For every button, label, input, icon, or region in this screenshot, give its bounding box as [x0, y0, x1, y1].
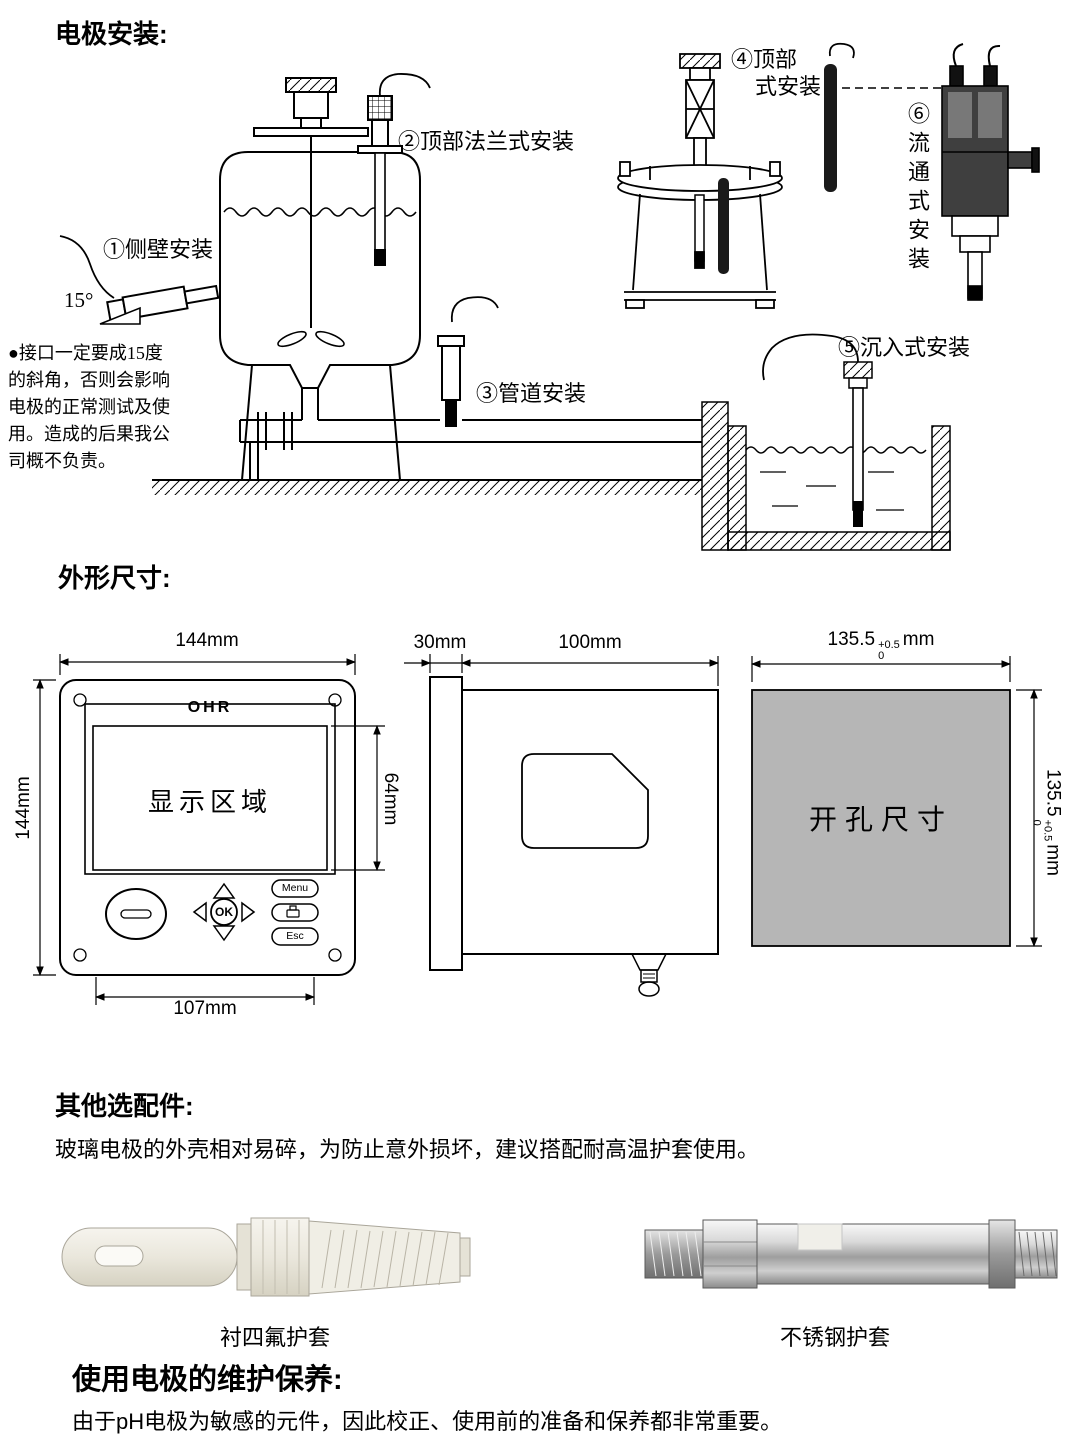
accessories-description: 玻璃电极的外壳相对易碎，为防止意外损坏，建议搭配耐高温护套使用。 — [55, 1137, 760, 1162]
tolerance-minus: 0 — [878, 650, 885, 662]
arrow-left-key — [192, 901, 207, 923]
ok-key — [210, 898, 238, 926]
front-height-dim: 144mm — [13, 776, 34, 840]
tolerance-minus: 0 — [1030, 819, 1043, 826]
display-area-label: 显示区域 — [147, 788, 272, 817]
label-pipe: ③管道安装 — [476, 381, 587, 406]
screen-height-dim: 64mm — [380, 772, 401, 826]
warning-line: ●接口一定要成15度 — [8, 343, 163, 363]
side-view — [429, 676, 719, 997]
cutout-dimensions — [751, 656, 1042, 947]
cutout-unit: mm — [902, 629, 935, 650]
install-title: 电极安装: — [55, 19, 168, 49]
cutout-square — [751, 689, 1011, 947]
dimensions-title: 外形尺寸: — [58, 563, 171, 593]
print-icon — [286, 905, 300, 918]
label-top-mount-line1: ④顶部 — [731, 47, 798, 72]
brand-logo: OHR — [187, 699, 233, 716]
steel-caption: 不锈钢护套 — [779, 1325, 890, 1350]
side-depth1-dim: 30mm — [413, 632, 467, 653]
menu-key — [271, 879, 319, 898]
submerged-tank — [727, 425, 951, 551]
cutout-label: 开孔尺寸 — [808, 805, 953, 836]
pipe-diagram — [239, 388, 702, 480]
installation-diagram — [59, 42, 1040, 551]
label-top-mount: ④顶部 式安装 — [731, 46, 821, 100]
label-sticker — [797, 1223, 843, 1251]
warning-line: 电极的正常测试及使 — [8, 397, 170, 417]
ptfe-caption: 衬四氟护套 — [219, 1325, 330, 1350]
front-dimensions — [33, 654, 385, 1005]
install-warning: ●接口一定要成15度 的斜角，否则会影响 电极的正常测试及使 用。造成的后果我公… — [8, 340, 190, 475]
arrow-right-key — [241, 901, 256, 923]
ok-button-label: OK — [215, 905, 233, 919]
top-mount-assembly — [617, 53, 783, 309]
ground — [152, 401, 729, 551]
cutout-view — [751, 656, 1042, 947]
side-depth2-dim: 100mm — [558, 632, 622, 653]
tolerance-plus: +0.5 — [878, 639, 900, 651]
top-mount-electrode — [824, 42, 944, 192]
dimensions-diagram — [33, 654, 1042, 1005]
maintenance-title: 使用电极的维护保养: — [72, 1364, 343, 1396]
electrode-pipe — [437, 296, 499, 427]
arrow-down-key — [212, 925, 236, 942]
accessories-photos — [61, 1217, 1058, 1297]
warning-line: 用。造成的后果我公 — [8, 424, 170, 444]
arrow-up-key — [212, 882, 236, 899]
electrode-side-wall — [59, 235, 220, 325]
electrode-top-flange — [357, 73, 431, 266]
knob — [105, 888, 167, 940]
esc-key — [271, 927, 319, 946]
ptfe-sheath-photo — [61, 1217, 471, 1297]
front-view — [59, 679, 356, 976]
maintenance-description: 由于pH电极为敏感的元件，因此校正、使用前的准备和保养都非常重要。 — [72, 1409, 783, 1434]
cutout-unit: mm — [1042, 844, 1064, 876]
label-angle: 15° — [64, 288, 94, 312]
front-bottom-dim: 107mm — [173, 998, 237, 1019]
print-key — [271, 903, 319, 922]
menu-button-label: Menu — [281, 882, 309, 894]
label-flow-through: ⑥流通式安装 — [905, 102, 930, 276]
label-top-mount-line2: 式安装 — [755, 74, 822, 99]
label-side-wall: ①侧壁安装 — [103, 237, 214, 262]
cable-gland — [630, 953, 668, 971]
front-width-dim: 144mm — [175, 630, 239, 651]
cutout-width-value: 135.5 — [827, 629, 876, 650]
warning-line: 的斜角，否则会影响 — [8, 370, 170, 390]
steel-sheath-photo — [644, 1219, 1058, 1289]
electrode-submerged — [762, 333, 873, 527]
label-top-flange: ②顶部法兰式安装 — [398, 129, 575, 154]
cutout-height-value: 135.5 — [1042, 769, 1064, 817]
side-dimensions — [404, 654, 719, 686]
tank-diagram — [219, 77, 421, 481]
tolerance-plus: +0.5 — [1041, 819, 1054, 842]
label-submerged: ⑤沉入式安装 — [838, 335, 971, 360]
esc-button-label: Esc — [286, 930, 304, 942]
warning-line: 司概不负责。 — [8, 451, 116, 471]
flow-cell — [941, 43, 1040, 301]
accessories-title: 其他选配件: — [55, 1091, 194, 1121]
